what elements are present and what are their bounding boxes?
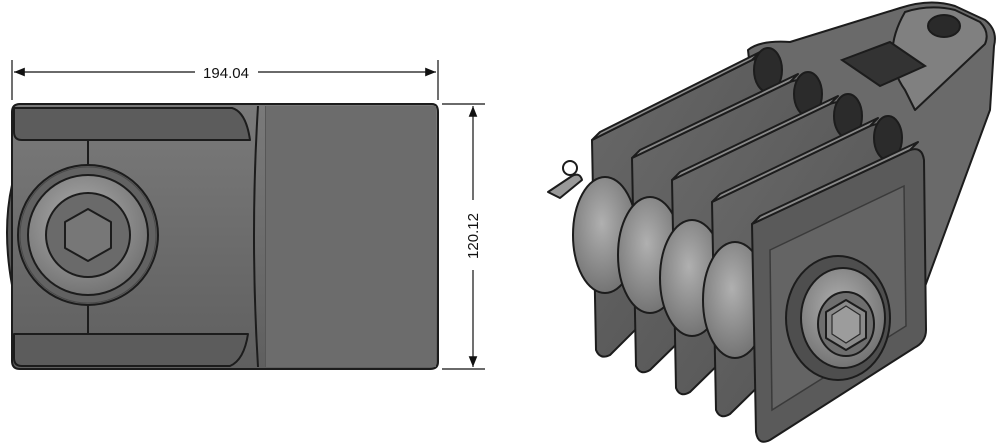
height-dimension-label: 120.12: [465, 213, 482, 259]
height-dimension: 120.12: [442, 103, 485, 370]
cotter-pin: [547, 173, 583, 199]
side-view: [6, 103, 439, 370]
isometric-view: [547, 1, 996, 443]
lug-hole: [927, 14, 961, 38]
section-divider: [253, 105, 259, 368]
hex-socket-icon: [64, 208, 112, 262]
width-dimension: 194.04: [11, 60, 439, 100]
top-clamp-lip: [13, 107, 251, 141]
square-socket: [839, 40, 928, 88]
bottom-clamp-lip: [13, 333, 249, 367]
width-dimension-label: 194.04: [203, 65, 249, 82]
plate-face: [266, 106, 436, 367]
